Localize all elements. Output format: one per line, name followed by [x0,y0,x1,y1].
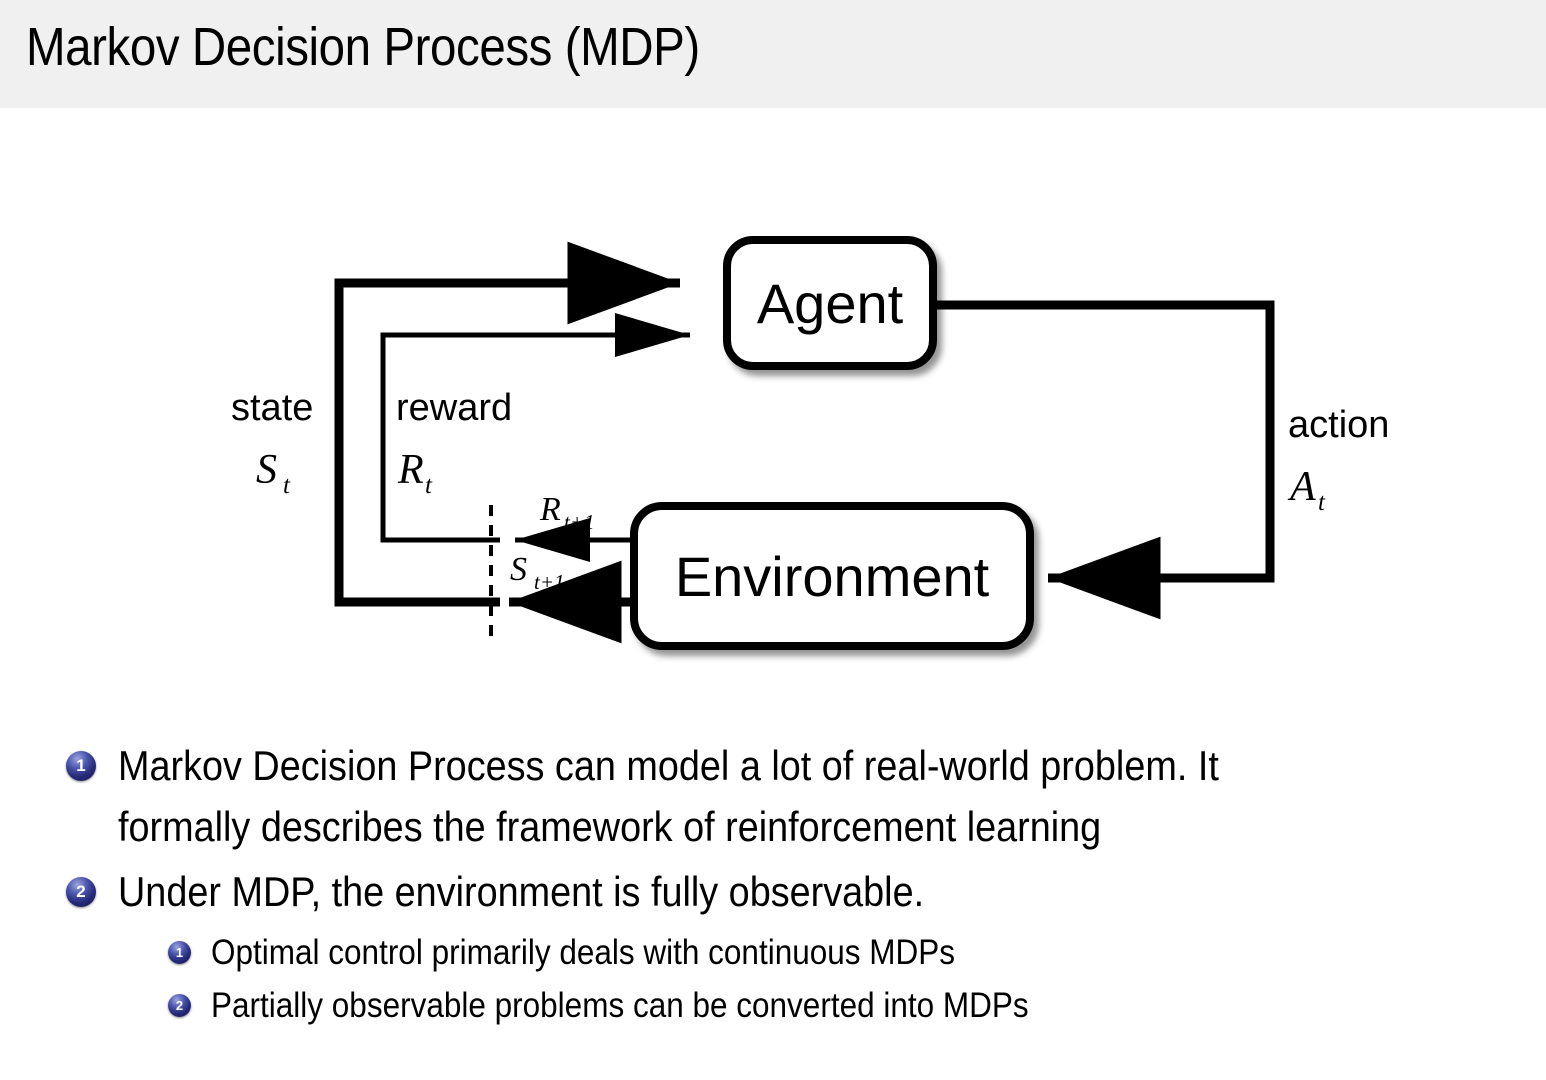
agent-box-label: Agent [757,272,904,335]
action-label-symbol-subscript: t [1318,489,1326,516]
list-item[interactable]: 2 Under MDP, the environment is fully ob… [66,861,1546,922]
bullet-number-badge: 2 [66,877,96,907]
next-state-symbol: S [510,551,527,588]
state-label-group: state S t [231,387,313,499]
list-item-text: Optimal control primarily deals with con… [211,926,1291,979]
next-reward-symbol: R [539,491,561,528]
environment-box-label: Environment [675,545,990,608]
page-title: Markov Decision Process (MDP) [26,17,700,77]
slide-header-bar: Markov Decision Process (MDP) [0,0,1546,108]
list-item-line: formally describes the framework of rein… [118,803,1102,850]
next-reward-label-group: R t+1 [539,491,595,534]
state-feedback-arrow [334,241,680,644]
state-label-symbol: S [256,447,277,493]
list-item-line: Markov Decision Process can model a lot … [118,742,1219,789]
state-label-word: state [231,387,313,429]
list-item-text: Markov Decision Process can model a lot … [118,735,1315,857]
list-item[interactable]: 2 Partially observable problems can be c… [168,979,1546,1032]
action-label-group: action A t [1287,404,1389,516]
reward-label-word: reward [396,387,512,429]
reward-label-symbol-subscript: t [425,472,433,499]
next-state-label-group: S t+1 [510,551,565,594]
bullet-number-badge: 1 [168,941,191,964]
reward-label-group: reward R t [396,387,512,499]
next-reward-subscript: t+1 [564,510,595,534]
action-label-word: action [1288,404,1389,446]
environment-box: Environment [630,502,1034,650]
bullet-number-badge: 2 [168,994,191,1017]
state-label-symbol-subscript: t [283,472,291,499]
action-label-symbol: A [1287,464,1316,510]
list-item[interactable]: 1 Markov Decision Process can model a lo… [66,735,1546,857]
list-item[interactable]: 1 Optimal control primarily deals with c… [168,926,1546,979]
bullet-number-badge: 1 [66,751,96,781]
list-item-text: Under MDP, the environment is fully obse… [118,861,1315,922]
list-item-line: Optimal control primarily deals with con… [211,933,956,972]
list-item-text: Partially observable problems can be con… [211,979,1291,1032]
list-item-line: Partially observable problems can be con… [211,986,1029,1025]
reward-feedback-arrow [380,313,690,562]
list-item-line: Under MDP, the environment is fully obse… [118,868,925,915]
reward-label-symbol: R [397,447,424,493]
agent-box: Agent [723,236,937,370]
action-arrow [933,300,1275,620]
mdp-agent-environment-diagram: Agent Environment state S t reward R t a… [0,108,1546,708]
next-state-subscript: t+1 [534,570,565,594]
bullet-list: 1 Markov Decision Process can model a lo… [0,735,1546,1032]
